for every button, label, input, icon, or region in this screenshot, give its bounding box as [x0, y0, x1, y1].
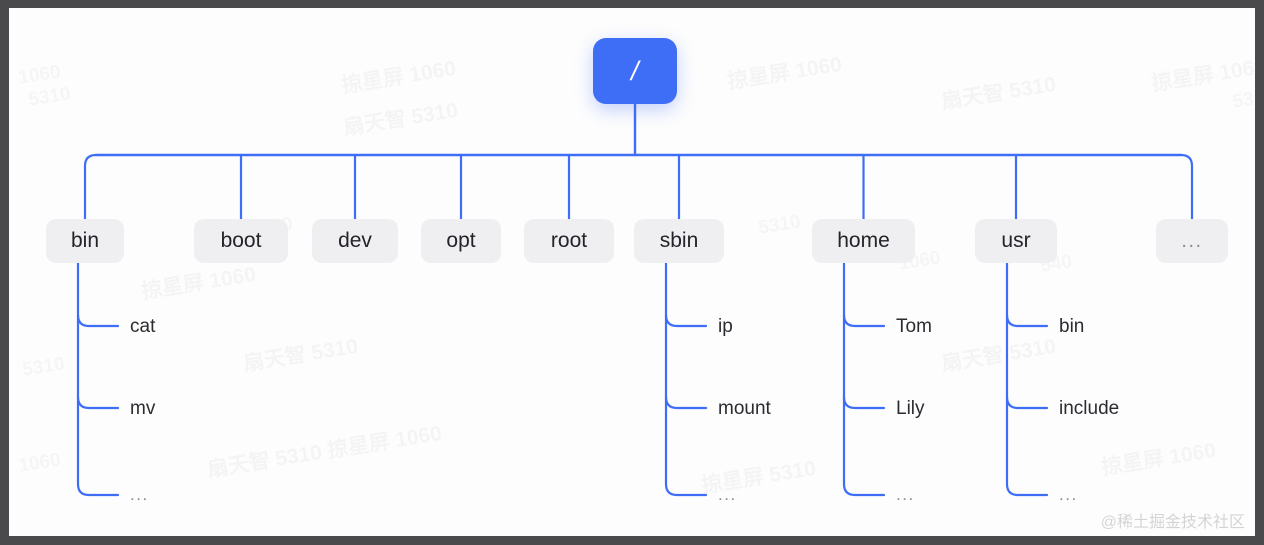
leaf-connector-sbin-2 [664, 482, 708, 497]
tree-node-label: home [837, 229, 890, 252]
leaf-label-more[interactable]: ... [130, 485, 149, 504]
background-watermark: 掠星屏 5310 [699, 452, 818, 500]
tree-node-root[interactable]: root [524, 219, 614, 263]
tree-node-opt[interactable]: opt [421, 219, 501, 263]
background-watermark: 掠星屏 1060 [139, 258, 258, 306]
background-watermark: 5310 [27, 83, 72, 111]
leaf-connector-usr-1 [1005, 395, 1049, 410]
tree-node-label: sbin [659, 229, 699, 252]
leaf-label-bin[interactable]: bin [1059, 316, 1085, 337]
leaf-label-more[interactable]: ... [718, 485, 737, 504]
branch-drop-... [1179, 153, 1194, 221]
leaf-label-cat[interactable]: cat [130, 316, 156, 337]
leaf-connector-bin-2 [76, 482, 120, 497]
leaf-label-more[interactable]: ... [1059, 485, 1078, 504]
leaf-connector-bin-1 [76, 395, 120, 410]
tree-node-dev[interactable]: dev [312, 219, 398, 263]
leaf-connector-sbin-1 [664, 395, 708, 410]
tree-node-usr[interactable]: usr [975, 219, 1057, 263]
leaf-connector-bin-0 [76, 313, 120, 328]
tree-node-label: opt [446, 229, 476, 252]
leaf-connector-sbin-0 [664, 313, 708, 328]
background-watermark: 扇天智 5310 [939, 330, 1058, 378]
tree-node-label: usr [1001, 229, 1031, 252]
background-watermark: 扇天智 5310 掠星屏 1060 [205, 417, 444, 484]
tree-node-more[interactable]: ... [1156, 219, 1228, 263]
leaf-connector-usr-0 [1005, 313, 1049, 328]
background-watermark: 1060 [17, 449, 62, 477]
corner-watermark: @稀土掘金技术社区 [1100, 514, 1245, 531]
tree-node-label: root [550, 229, 588, 252]
background-watermark: 掠星屏 1060 [1149, 50, 1255, 98]
leaf-label-include[interactable]: include [1059, 398, 1120, 419]
leaf-label-mount[interactable]: mount [718, 398, 771, 419]
tree-node-label: ... [1181, 229, 1203, 252]
leaf-connector-home-0 [842, 313, 886, 328]
background-watermark: 掠星屏 1060 [1099, 434, 1218, 482]
branch-drop-bin [83, 153, 98, 221]
leaf-connector-home-1 [842, 395, 886, 410]
background-watermark: 1060 [17, 61, 62, 89]
background-watermark: 掠星屏 1060 [725, 48, 844, 96]
tree-node-label: boot [220, 229, 262, 252]
leaf-label-more[interactable]: ... [896, 485, 915, 504]
tree-node-bin[interactable]: bin [46, 219, 124, 263]
root-node-label: / [630, 55, 639, 86]
tree-node-label: dev [338, 229, 372, 252]
tree-node-sbin[interactable]: sbin [634, 219, 724, 263]
leaf-connector-usr-2 [1005, 482, 1049, 497]
background-watermark: 5310 [21, 353, 66, 381]
tree-node-boot[interactable]: boot [194, 219, 288, 263]
leaf-connector-home-2 [842, 482, 886, 497]
tree-node-home[interactable]: home [812, 219, 915, 263]
leaf-label-Tom[interactable]: Tom [896, 316, 932, 337]
leaf-label-ip[interactable]: ip [718, 316, 733, 337]
background-watermark: 53 [1231, 89, 1255, 114]
diagram-canvas: 10605310掠星屏 1060扇天智 5310掠星屏 1060扇天智 5310… [9, 8, 1255, 536]
root-node[interactable]: / [593, 38, 677, 104]
leaf-label-Lily[interactable]: Lily [896, 398, 925, 419]
background-watermark: 5310 [757, 211, 802, 239]
background-watermark: 掠星屏 1060 [339, 52, 458, 100]
background-watermark: 扇天智 5310 [241, 330, 360, 378]
background-watermark: 扇天智 5310 [939, 68, 1058, 116]
background-watermark: 扇天智 5310 [341, 94, 460, 142]
leaf-label-mv[interactable]: mv [130, 398, 156, 419]
tree-node-label: bin [70, 229, 100, 252]
